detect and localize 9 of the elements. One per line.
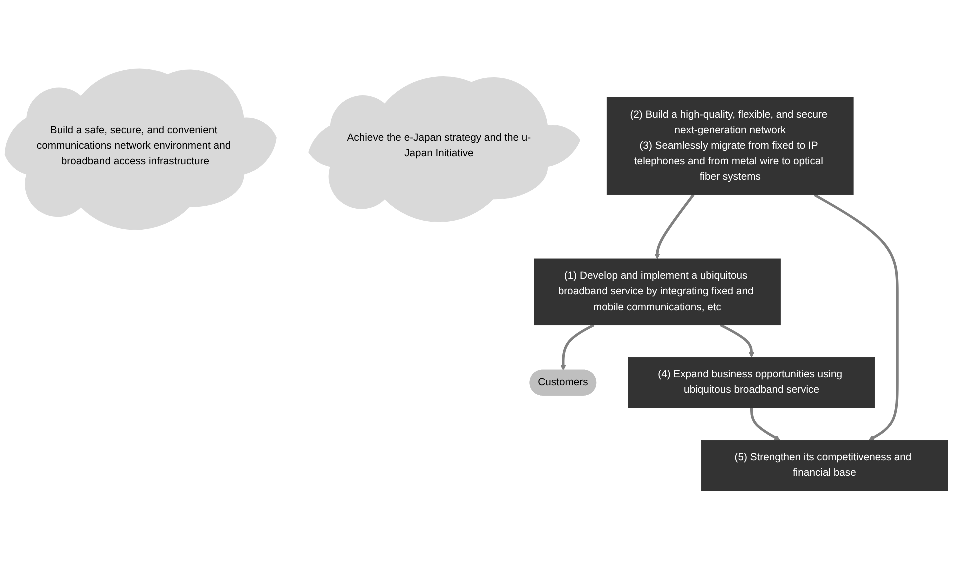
node-box: (5) Strengthen its competitiveness and financial base: [701, 440, 948, 492]
arrow: [654, 194, 695, 260]
node-box: (2) Build a high-quality, flexible, and secure next-generation network (3) Seamlessly migrate from fixed to IP telephones and from metal wire to optical fiber systems: [606, 98, 854, 196]
arrow: [814, 194, 899, 442]
arrow: [560, 324, 595, 372]
arrow: [750, 408, 781, 442]
node-box: (1) Develop and implement a ubiquitous broadband service by integrating fixed and mobile communications, etc: [534, 259, 781, 326]
arrow: [720, 324, 755, 358]
node-box: (4) Expand business opportunities using ubiquitous broadband service: [628, 358, 876, 409]
